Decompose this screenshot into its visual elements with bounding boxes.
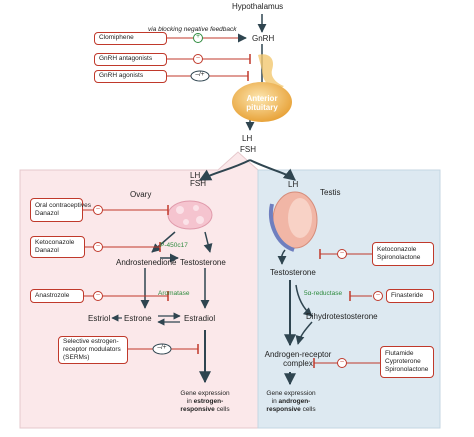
reductase-label: 5α-reductase	[304, 290, 343, 297]
gnrh-agonists-box: GnRH agonists	[94, 70, 167, 83]
male-testosterone-label: Testosterone	[270, 268, 316, 277]
minus-sign: –	[96, 291, 100, 298]
testis-label: Testis	[320, 188, 341, 197]
ovary-label: Ovary	[130, 190, 152, 199]
fsh-label: FSH	[240, 145, 256, 154]
anastrozole-box: Anastrozole	[30, 289, 84, 303]
minus-plus-sign: –/+	[195, 71, 205, 78]
minus-sign: –	[340, 358, 344, 365]
ovary-illustration	[167, 200, 213, 230]
serms-box: Selective estrogen- receptor modulators …	[58, 336, 128, 364]
female-gene-expression-label: Gene expression in estrogen- responsive …	[180, 390, 230, 414]
finasteride-box: Finasteride	[386, 289, 434, 303]
gnrh-antagonists-box: GnRH antagonists	[94, 53, 167, 66]
dht-label: Dihydrotestosterone	[306, 312, 378, 321]
lh-label: LH	[242, 134, 253, 143]
ocp-danazol-box: Oral contraceptives Danazol	[30, 198, 91, 222]
gnrh-label: GnRH	[252, 34, 275, 43]
minus-sign: –	[376, 291, 380, 298]
feedback-note: via blocking negative feedback	[148, 26, 237, 33]
p450-label: P-450c17	[160, 242, 188, 249]
male-lh-label: LH	[288, 180, 299, 189]
minus-sign: –	[340, 249, 344, 256]
minus-plus-sign: –/+	[157, 344, 167, 351]
aromatase-label: Aromatase	[158, 290, 190, 297]
testis-illustration	[269, 191, 318, 252]
estriol-label: Estriol	[88, 314, 111, 323]
antiandrogens-box: Flutamide Cyproterone Spironolactone	[380, 346, 434, 378]
female-testosterone-label: Testosterone	[180, 258, 226, 267]
estrone-label: Estrone	[124, 314, 152, 323]
hypothalamus-label: Hypothalamus	[232, 2, 284, 11]
plus-sign: +	[196, 33, 200, 40]
keto-danazol-box: Ketoconazole Danazol	[30, 236, 85, 258]
pituitary-stalk	[258, 54, 284, 92]
minus-sign: –	[96, 242, 100, 249]
keto-spiro-box: Ketoconazole Spironolactone	[372, 242, 434, 266]
female-lh-fsh-label: LH FSH	[190, 171, 206, 189]
anterior-pituitary-label: Anterior pituitary	[246, 94, 278, 113]
minus-sign: –	[196, 54, 200, 61]
receptor-complex-label: Androgen-receptor complex	[264, 350, 332, 369]
estradiol-label: Estradiol	[184, 314, 216, 323]
anterior-pituitary-gland	[232, 82, 292, 122]
male-gene-expression-label: Gene expression in androgen- responsive …	[266, 390, 316, 414]
androstenedione-label: Androstenedione	[116, 258, 177, 267]
minus-sign: –	[96, 205, 100, 212]
clomiphene-box: Clomiphene	[94, 32, 167, 45]
